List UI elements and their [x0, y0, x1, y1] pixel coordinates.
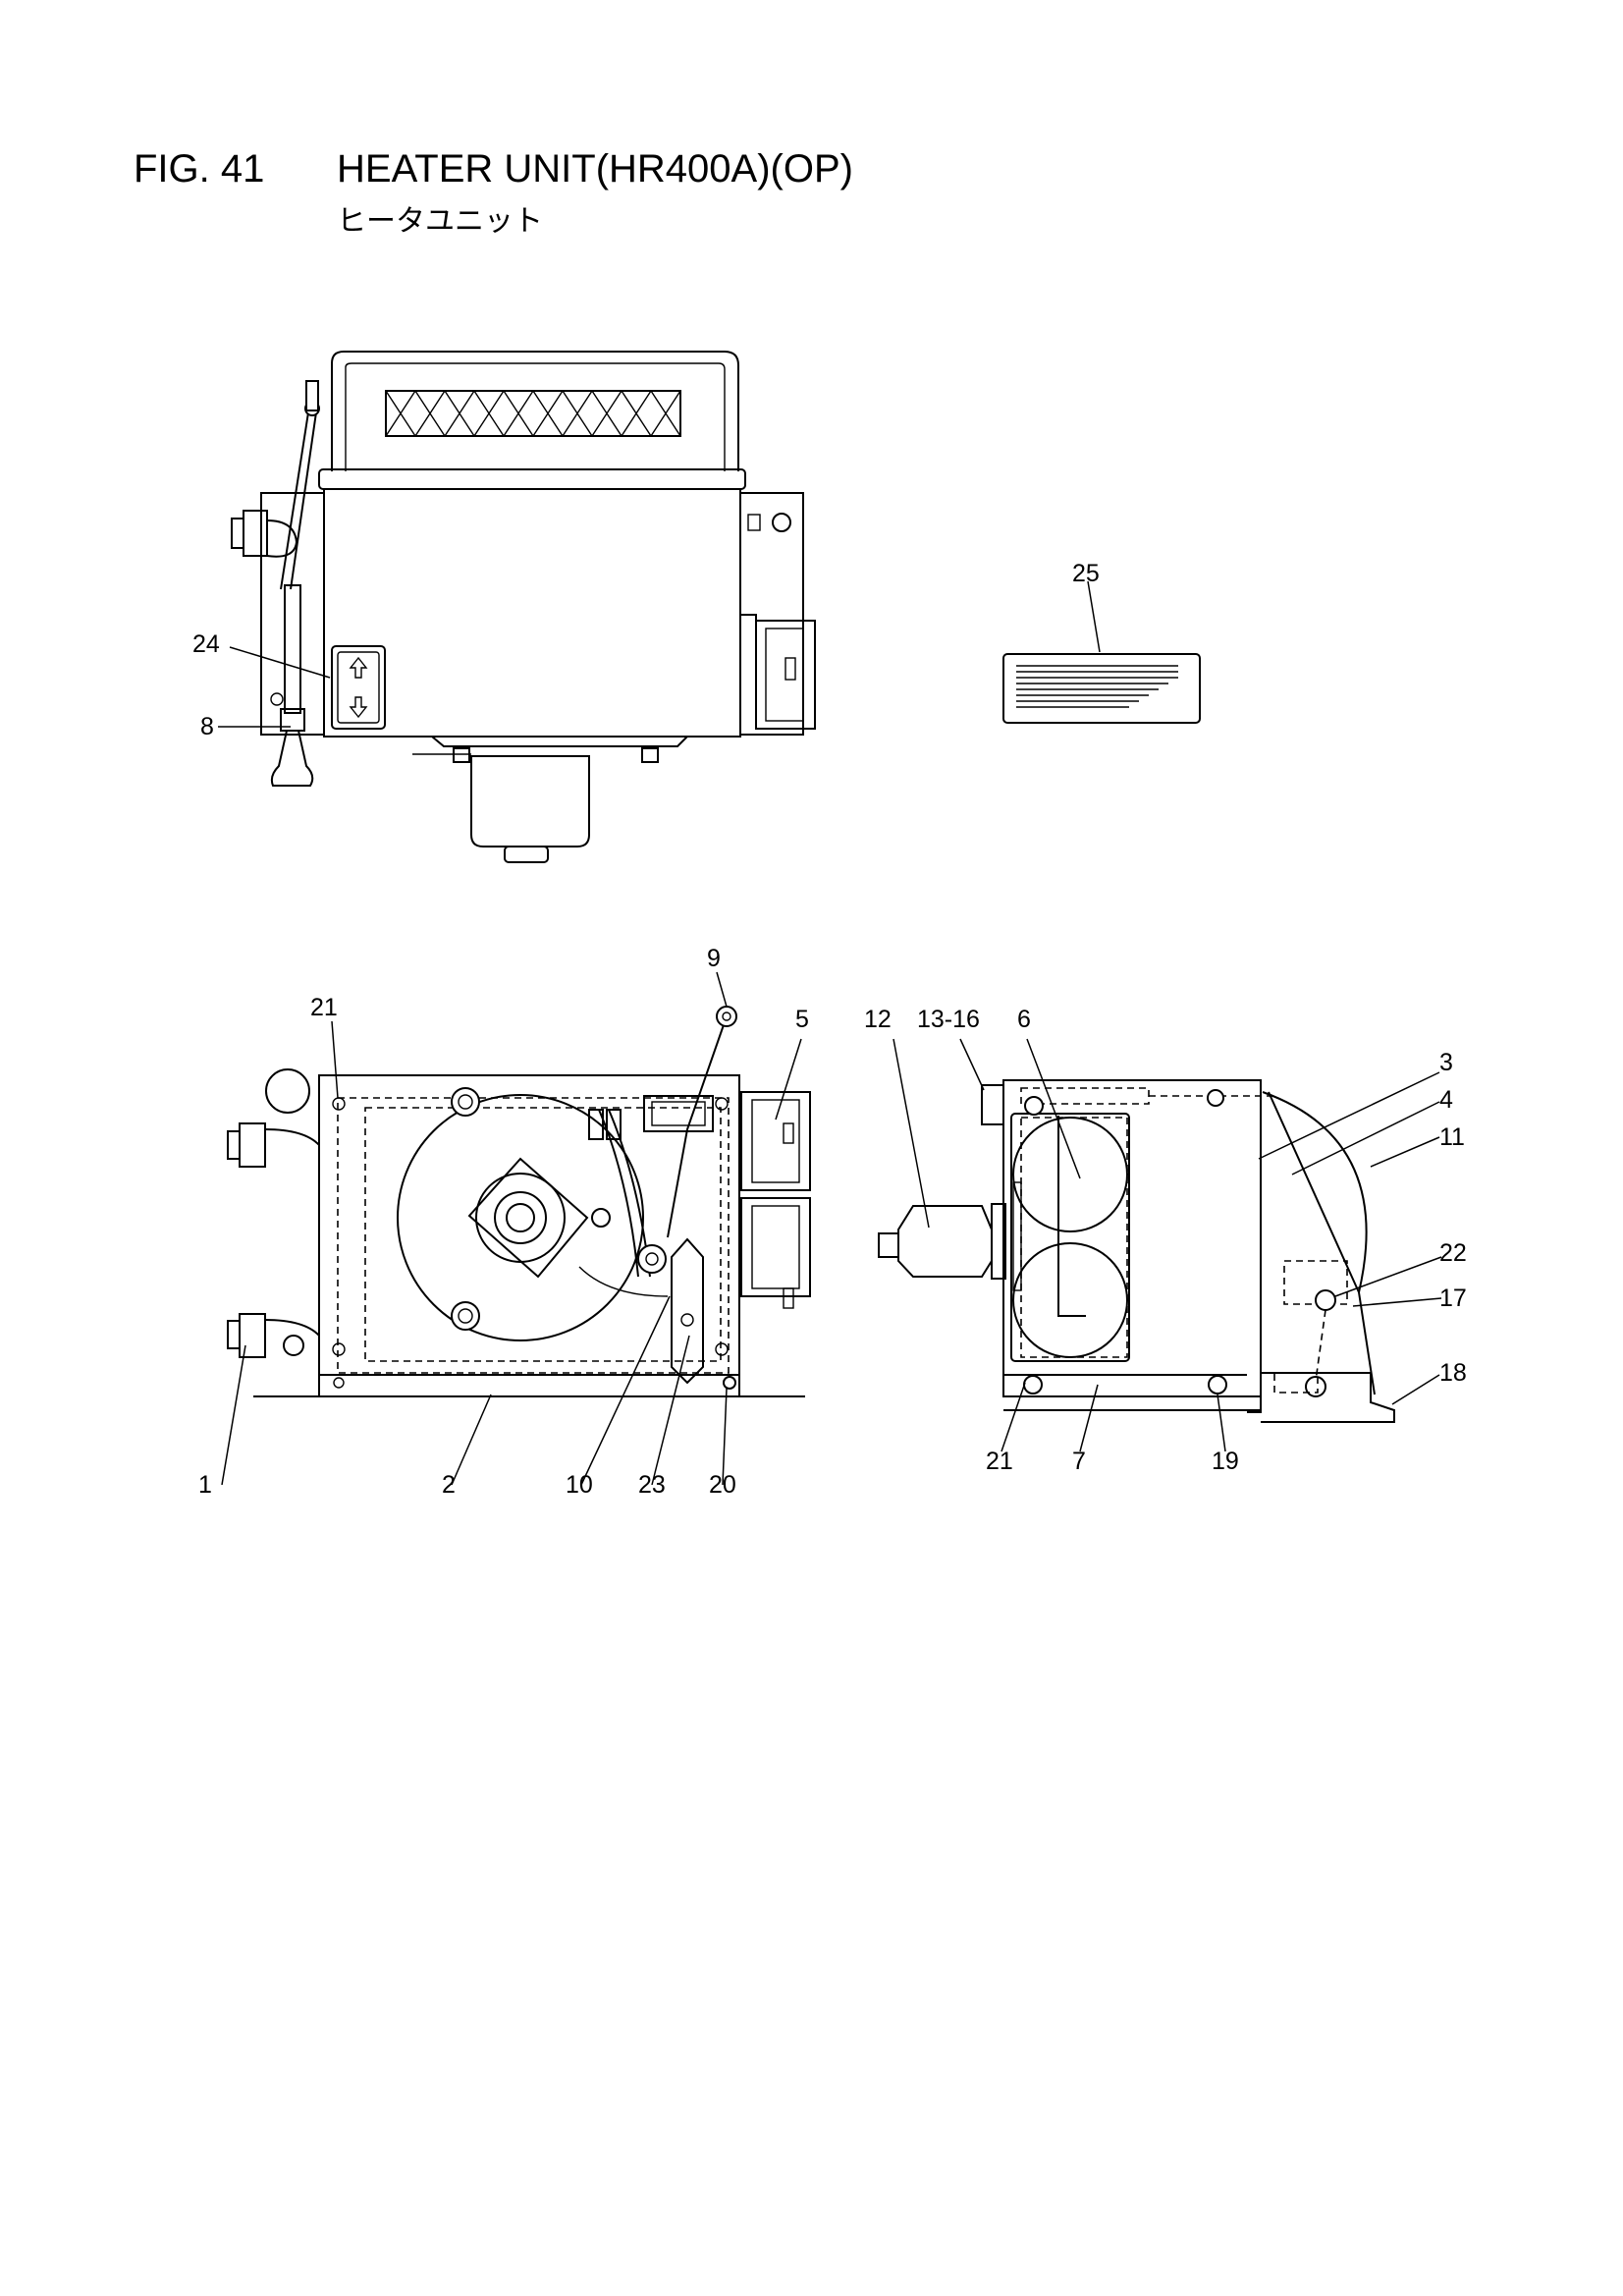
callout-21-front: 21 — [310, 994, 338, 1021]
callout-6: 6 — [1017, 1006, 1031, 1033]
callout-1: 1 — [198, 1471, 212, 1499]
callout-4: 4 — [1439, 1086, 1453, 1114]
callout-9: 9 — [707, 945, 721, 972]
callout-3: 3 — [1439, 1049, 1453, 1076]
callout-10: 10 — [566, 1471, 593, 1499]
caution-label-part — [1002, 580, 1201, 724]
figure-title: HEATER UNIT(HR400A)(OP) — [337, 147, 853, 191]
callout-25: 25 — [1072, 560, 1100, 587]
callout-5: 5 — [795, 1006, 809, 1033]
callout-20: 20 — [709, 1471, 736, 1499]
figure-number: FIG. 41 — [134, 147, 265, 191]
callout-22: 22 — [1439, 1239, 1467, 1267]
callout-13-16: 13-16 — [917, 1006, 980, 1033]
callout-18: 18 — [1439, 1359, 1467, 1387]
figure-subtitle: ヒータユニット — [337, 205, 543, 238]
callout-11: 11 — [1439, 1123, 1465, 1151]
callout-23: 23 — [638, 1471, 666, 1499]
heater-side-view — [878, 1079, 1395, 1423]
heater-top-view — [231, 351, 816, 863]
callout-19: 19 — [1212, 1448, 1239, 1475]
callout-24: 24 — [192, 630, 220, 658]
callout-21-side: 21 — [986, 1448, 1013, 1475]
callout-2: 2 — [442, 1471, 456, 1499]
callout-7: 7 — [1072, 1448, 1086, 1475]
heater-front-view — [227, 1006, 811, 1397]
callout-17: 17 — [1439, 1285, 1467, 1312]
callout-12: 12 — [864, 1006, 892, 1033]
leader-lines — [218, 646, 1442, 1486]
callout-8: 8 — [200, 713, 214, 740]
